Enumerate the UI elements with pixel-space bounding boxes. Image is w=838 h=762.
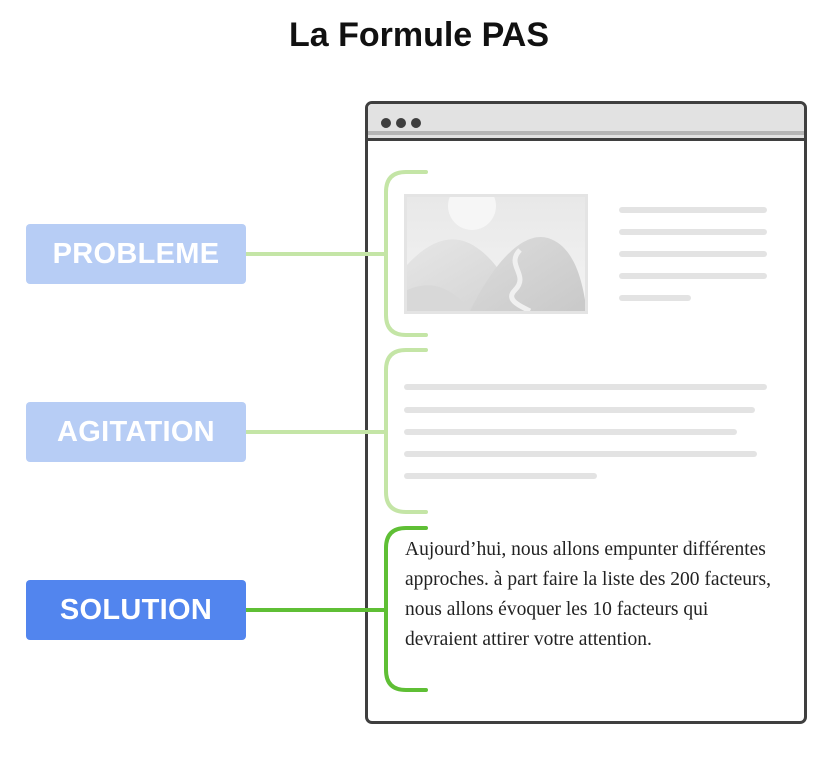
window-title-bar [368, 104, 804, 141]
dune-shape [470, 236, 585, 311]
page-title: La Formule PAS [288, 16, 550, 54]
agitation-label: AGITATION [26, 402, 246, 462]
river-shape [509, 248, 532, 311]
window-dot-icon [396, 118, 406, 128]
dune-shape [407, 285, 470, 311]
probleme-label: PROBLEME [26, 224, 246, 284]
agitation-text-placeholder [404, 384, 767, 479]
window-dot-icon [411, 118, 421, 128]
solution-text: Aujourd’hui, nous allons empunter différ… [405, 539, 772, 650]
solution-label: SOLUTION [26, 580, 246, 640]
window-dot-icon [381, 118, 391, 128]
problem-text-placeholder [619, 207, 767, 301]
landscape-image-icon [404, 194, 588, 314]
sun-shape [448, 197, 496, 230]
